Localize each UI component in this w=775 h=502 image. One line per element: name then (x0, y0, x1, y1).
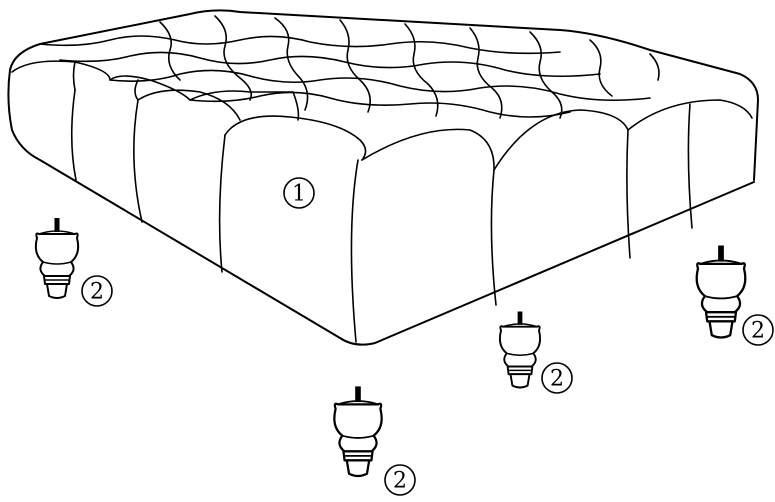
callout-leg-front-label: 2 (393, 469, 407, 494)
callout-ottoman: 1 (283, 177, 315, 209)
ottoman-bottom-edge (339, 181, 755, 346)
leg-middle: 2 (498, 310, 573, 394)
ottoman-left-side (7, 69, 341, 339)
ottoman-top-edge (9, 9, 759, 181)
callout-leg-right-label: 2 (751, 319, 765, 344)
callout-leg-middle-label: 2 (550, 367, 564, 392)
leg-left: 2 (34, 217, 113, 307)
callout-leg-left-label: 2 (90, 280, 104, 305)
leg-right: 2 (695, 244, 774, 346)
callout-ottoman-label: 1 (292, 182, 306, 207)
tufted-ottoman (7, 9, 759, 346)
leg-front: 2 (333, 385, 416, 496)
